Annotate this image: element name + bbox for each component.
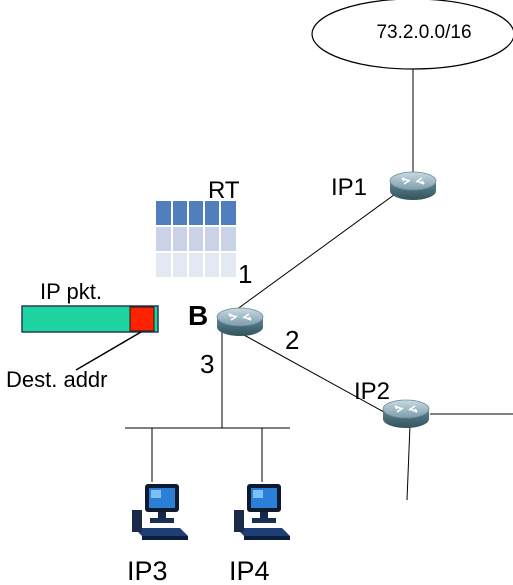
router-ip2-label: IP2 [354, 378, 390, 405]
link-b-ip2 [243, 334, 385, 413]
router-b-label: B [188, 300, 208, 331]
port-2-label: 2 [285, 325, 299, 355]
rt-header-row [156, 201, 236, 225]
rt-row [156, 253, 236, 277]
dest-addr-label: Dest. addr [6, 367, 108, 392]
rt-row [156, 227, 236, 251]
port-3-label: 3 [200, 349, 214, 379]
host-ip3-label: IP3 [127, 556, 168, 585]
edge-fragment-text: i [0, 109, 1, 136]
host-ip4-label: IP4 [229, 556, 270, 585]
routing-table [156, 201, 236, 277]
dest-addr-pointer [75, 331, 142, 371]
host-ip4-computer-icon [234, 484, 290, 540]
packet-label: IP pkt. [40, 279, 102, 304]
destination-network-label: 73.2.0.0/16 [376, 22, 471, 43]
router-ip1 [389, 171, 437, 201]
link-ip2-down [406, 424, 411, 501]
router-b [216, 307, 264, 337]
destination-network-cloud [311, 0, 513, 70]
dest-addr-field [129, 306, 155, 332]
port-1-label: 1 [238, 259, 252, 289]
router-ip1-label: IP1 [331, 174, 367, 201]
host-ip3-computer-icon [132, 484, 188, 540]
link-b-ip1 [235, 191, 399, 311]
rt-label: RT [208, 177, 240, 204]
